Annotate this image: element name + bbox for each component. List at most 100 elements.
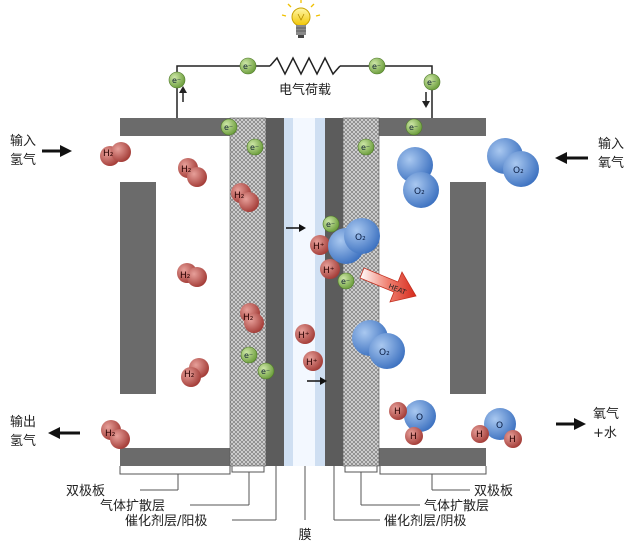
svg-text:e⁻: e⁻ [361, 143, 370, 152]
water-molecules: O H H O H H [389, 400, 522, 448]
label-membrane: 膜 [298, 528, 311, 543]
svg-text:H₂: H₂ [103, 149, 114, 159]
proton: H⁺ [295, 324, 315, 344]
legend-leaders [119, 466, 487, 521]
svg-text:O: O [416, 413, 423, 423]
gas-diffusion-layer-right [342, 117, 380, 467]
outlet-oxygen-water: 氧气 +水 [556, 406, 619, 441]
bipolar-plate-left-bottom [120, 448, 230, 466]
water-molecule: O H H [471, 408, 522, 448]
electron: e⁻ [357, 138, 375, 156]
svg-text:e⁻: e⁻ [261, 367, 270, 376]
resistor-icon [269, 56, 341, 76]
svg-text:H₂: H₂ [243, 313, 254, 323]
svg-text:输入: 输入 [10, 133, 36, 149]
svg-text:e⁻: e⁻ [250, 143, 259, 152]
svg-text:H₂: H₂ [105, 429, 116, 439]
svg-text:e⁻: e⁻ [372, 62, 381, 71]
light-bulb-icon [281, 0, 321, 38]
oxygen-molecules: O₂ O₂ O₂ O₂ [328, 138, 539, 369]
bipolar-plate-left-top [120, 118, 230, 136]
label-gdl-left: 气体扩散层 [100, 498, 165, 514]
h2-molecule: H₂ [178, 158, 207, 187]
svg-text:H⁺: H⁺ [323, 266, 335, 276]
svg-text:O₂: O₂ [379, 348, 390, 358]
svg-text:H⁺: H⁺ [298, 331, 310, 341]
h2-molecule: H₂ [177, 263, 207, 287]
svg-text:氢气: 氢气 [10, 152, 36, 168]
svg-text:+水: +水 [593, 426, 617, 441]
electron: e⁻ [168, 71, 186, 89]
svg-text:H₂: H₂ [184, 370, 195, 380]
proton: H⁺ [303, 351, 323, 371]
hydrogen-molecules: H₂ H₂ H₂ H₂ H₂ H₂ H₂ [100, 142, 264, 449]
protons: H⁺ H⁺ H⁺ H⁺ [295, 235, 340, 371]
electron: e⁻ [405, 118, 423, 136]
electron: e⁻ [322, 215, 340, 233]
outlet-hydrogen: 输出 氢气 [10, 414, 80, 449]
proton: H⁺ [320, 259, 340, 279]
svg-text:O: O [496, 421, 503, 431]
electron: e⁻ [220, 118, 238, 136]
component-labels: 双极板 气体扩散层 催化剂层/阳极 膜 催化剂层/阴极 气体扩散层 双极板 [66, 484, 513, 543]
catalyst-layer-cathode [325, 118, 343, 466]
label-gdl-right: 气体扩散层 [424, 498, 489, 514]
proton: H⁺ [310, 235, 330, 255]
svg-text:H: H [509, 435, 516, 445]
svg-text:输入: 输入 [598, 136, 624, 152]
svg-text:e⁻: e⁻ [243, 62, 252, 71]
h2-molecule: H₂ [101, 420, 130, 449]
svg-text:H₂: H₂ [181, 165, 192, 175]
svg-text:O₂: O₂ [414, 187, 425, 197]
water-molecule: O H H [389, 400, 436, 445]
bipolar-plate-left-rib [120, 182, 156, 394]
bipolar-plate-right-bottom [378, 448, 486, 466]
svg-text:H₂: H₂ [234, 191, 245, 201]
h2-molecule: H₂ [100, 142, 131, 166]
h2-molecule: H₂ [231, 183, 259, 212]
electrons: e⁻ e⁻ e⁻ e⁻ e⁻ e⁻ e⁻ e⁻ e⁻ e⁻ e⁻ e⁻ [168, 57, 441, 380]
bipolar-plate-right-rib [450, 182, 486, 394]
svg-text:H₂: H₂ [180, 271, 191, 281]
load-label: 电气荷载 [279, 82, 331, 98]
catalyst-layer-anode [266, 118, 284, 466]
svg-text:e⁻: e⁻ [409, 123, 418, 132]
electron: e⁻ [246, 138, 264, 156]
electron: e⁻ [257, 362, 275, 380]
svg-text:H: H [476, 430, 483, 440]
svg-text:e⁻: e⁻ [326, 220, 335, 229]
svg-text:氧气: 氧气 [593, 406, 619, 422]
svg-text:e⁻: e⁻ [427, 78, 436, 87]
svg-text:e⁻: e⁻ [172, 76, 181, 85]
label-catalyst-cathode: 催化剂层/阴极 [384, 514, 466, 529]
inlet-hydrogen: 输入 氢气 [10, 133, 72, 168]
svg-text:氧气: 氧气 [598, 155, 624, 171]
o2-molecule: O₂ [328, 218, 380, 264]
inlet-oxygen: 输入 氧气 [555, 136, 624, 171]
electron: e⁻ [423, 73, 441, 91]
electron: e⁻ [337, 272, 355, 290]
svg-text:e⁻: e⁻ [224, 123, 233, 132]
proton-flow-arrows [286, 224, 327, 385]
svg-text:H: H [394, 407, 401, 417]
electron: e⁻ [239, 57, 257, 75]
electron: e⁻ [368, 57, 386, 75]
svg-text:O₂: O₂ [513, 166, 524, 176]
o2-molecule: O₂ [397, 147, 439, 208]
o2-molecule: O₂ [487, 138, 539, 187]
o2-molecule: O₂ [352, 320, 405, 369]
svg-text:e⁻: e⁻ [341, 277, 350, 286]
gas-diffusion-layer-left [229, 117, 267, 467]
label-bipolar-left: 双极板 [66, 484, 105, 499]
label-bipolar-right: 双极板 [474, 484, 513, 499]
electron: e⁻ [240, 346, 258, 364]
svg-text:O₂: O₂ [355, 233, 366, 243]
h2-molecule: H₂ [240, 303, 264, 333]
h2-molecule: H₂ [181, 358, 209, 387]
svg-text:输出: 输出 [10, 414, 36, 430]
svg-text:H: H [410, 432, 417, 442]
svg-text:H⁺: H⁺ [306, 358, 318, 368]
svg-text:H⁺: H⁺ [313, 242, 325, 252]
